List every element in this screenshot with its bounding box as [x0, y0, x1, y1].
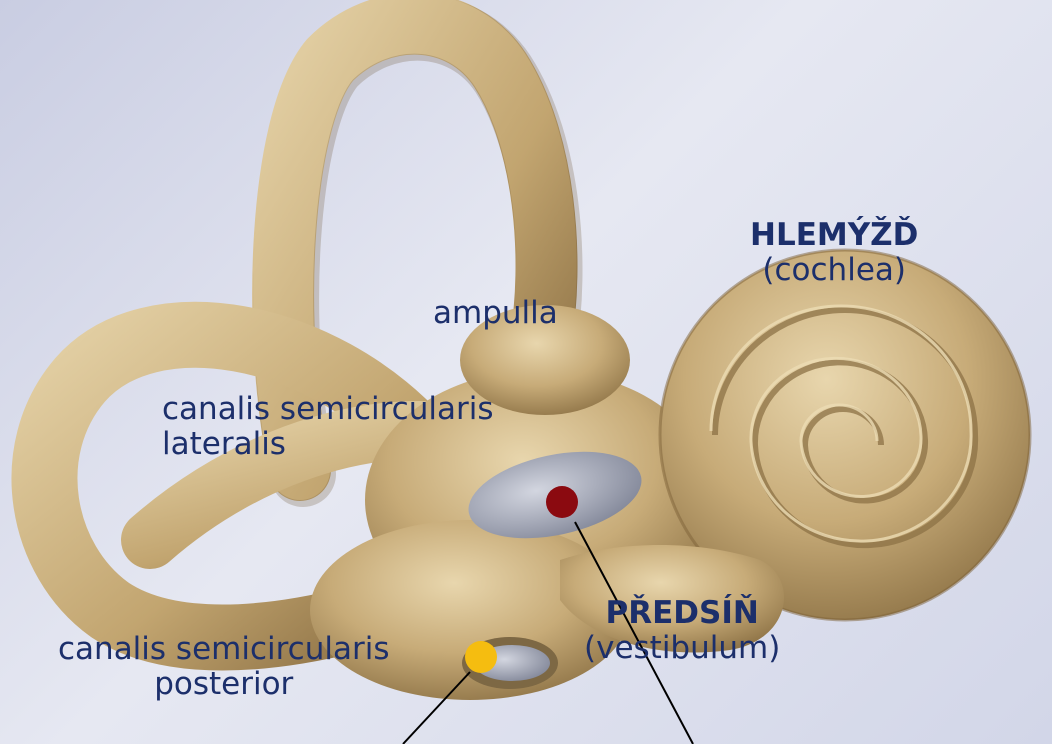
vestibule-label: PŘEDSÍŇ (vestibulum)	[584, 596, 780, 665]
ampulla-label: ampulla	[433, 296, 558, 331]
lateral-canal-label-line2: lateralis	[162, 427, 493, 462]
posterior-canal-label-line1: canalis semicircularis	[58, 632, 389, 667]
posterior-canal-label: canalis semicircularis posterior	[58, 632, 389, 701]
cochlea-latin: (cochlea)	[750, 253, 918, 288]
vestibule-title: PŘEDSÍŇ	[584, 596, 780, 631]
lateral-canal-label-line1: canalis semicircularis	[162, 392, 493, 427]
vestibule-latin: (vestibulum)	[584, 631, 780, 666]
round-window-marker	[465, 641, 497, 673]
cochlea-label: HLEMÝŽĎ (cochlea)	[750, 218, 918, 287]
oval-window-marker	[546, 486, 578, 518]
cochlea-title: HLEMÝŽĎ	[750, 218, 918, 253]
posterior-canal-label-line2: posterior	[58, 667, 389, 702]
lateral-canal-label: canalis semicircularis lateralis	[162, 392, 493, 461]
